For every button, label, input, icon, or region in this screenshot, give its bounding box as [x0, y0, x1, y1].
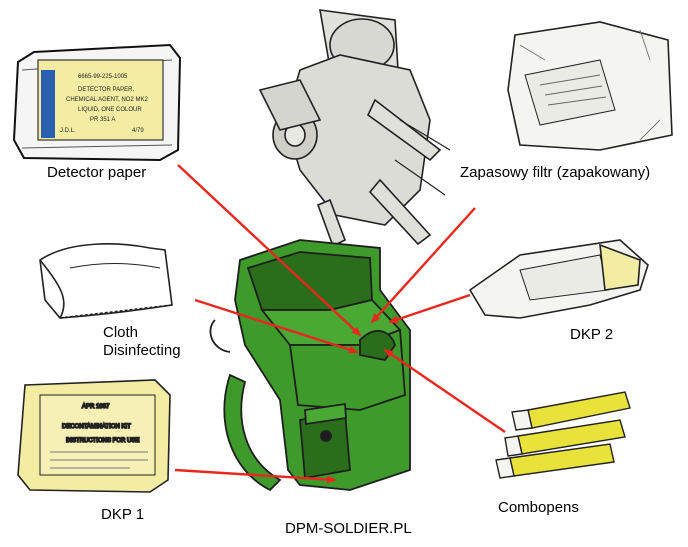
detector-line-7: 4/79	[132, 128, 144, 134]
label-dkp1: DKP 1	[101, 506, 145, 523]
detector-line-5: PR 351 A	[90, 117, 115, 123]
arrow-dkp1	[174, 468, 337, 484]
detector-paper-blue-strip	[41, 70, 55, 138]
detector-line-3: CHEMICAL AGENT, NO2 MK2	[66, 97, 148, 103]
detector-line-2: DETECTOR PAPER,	[78, 87, 134, 93]
gas-mask-illustration	[258, 9, 451, 248]
spare-filter-packet	[507, 21, 673, 151]
dkp1-line-3: INSTRUCTIONS FOR USE	[66, 438, 139, 444]
watermark-text: DPM-SOLDIER.PL	[285, 520, 412, 537]
label-combopens: Combopens	[498, 499, 579, 516]
label-cloth-line-1: Cloth	[103, 324, 139, 341]
arrow-detector-paper	[177, 164, 362, 337]
detector-line-1: 6665-99-225-1005	[78, 74, 128, 80]
dkp1-packet: APR 1987 DECONTAMINATION KIT INSTRUCTION…	[17, 379, 171, 493]
arrow-spare-filter	[370, 207, 476, 324]
label-dkp2: DKP 2	[570, 326, 614, 343]
label-cloth-line-2: Disinfecting	[103, 342, 181, 359]
disinfecting-cloth	[39, 243, 173, 319]
detector-paper-packet: 6665-99-225-1005 DETECTOR PAPER, CHEMICA…	[12, 43, 182, 162]
combopen-1	[511, 391, 631, 431]
arrow-cloth	[194, 298, 359, 354]
combopens	[495, 391, 631, 479]
detector-line-6: J.D.L.	[60, 128, 76, 134]
label-detector-paper: Detector paper	[47, 164, 147, 181]
detector-line-4: LIQUID, ONE COLOUR	[78, 107, 142, 113]
arrow-dkp2	[388, 293, 471, 324]
dkp1-line-1: APR 1987	[82, 404, 110, 410]
combopen-2	[504, 419, 626, 457]
arrow-combopens	[383, 348, 506, 433]
dkp1-line-2: DECONTAMINATION KIT	[62, 424, 131, 430]
combopen-3	[495, 443, 615, 479]
label-spare-filter: Zapasowy filtr (zapakowany)	[460, 164, 651, 181]
pointer-arrows	[174, 164, 506, 484]
dkp2-packet	[468, 239, 649, 319]
detector-paper-label-card	[37, 59, 164, 141]
respirator-haversack	[209, 239, 411, 492]
